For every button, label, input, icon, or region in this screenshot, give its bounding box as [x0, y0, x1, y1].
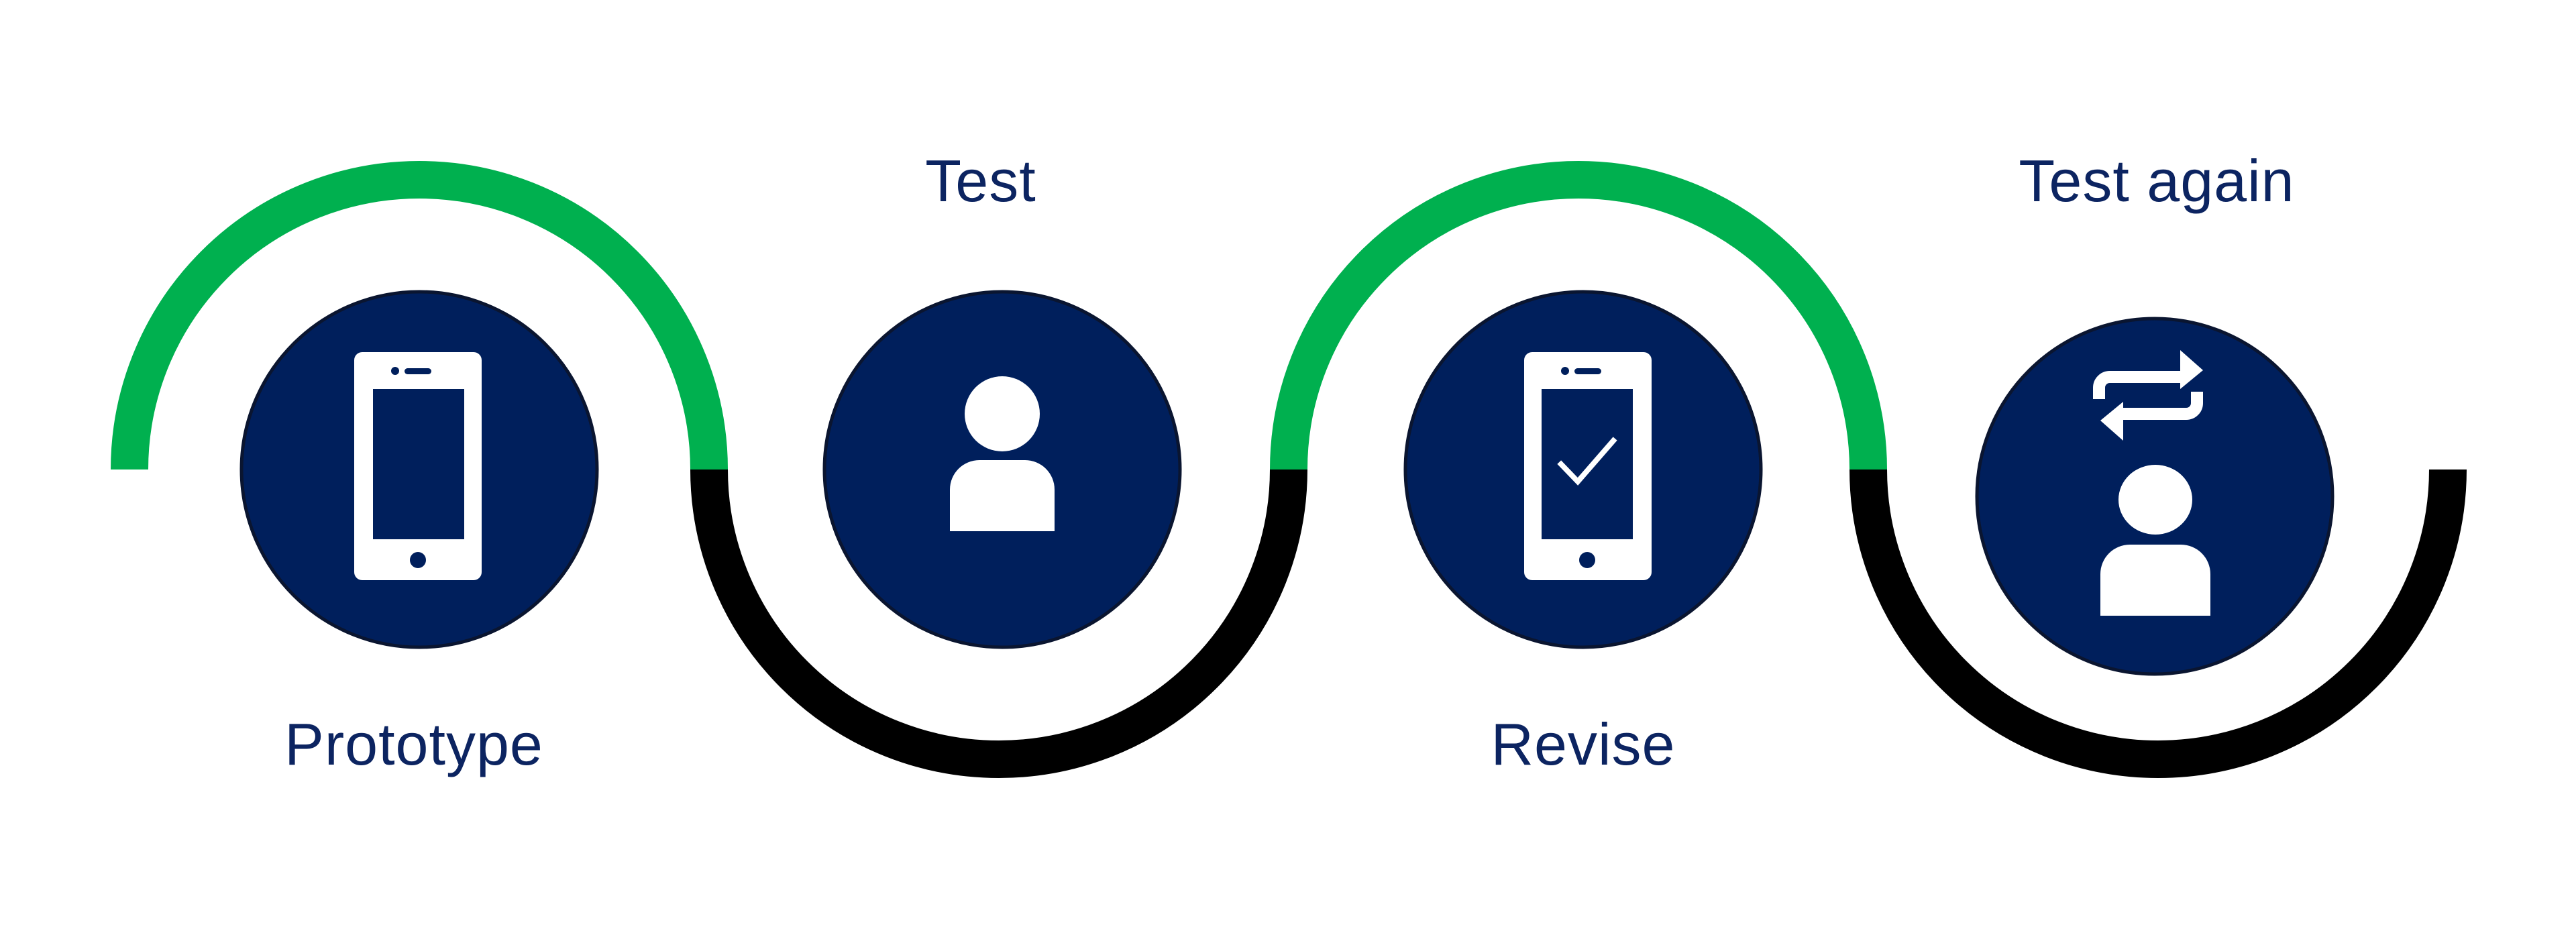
- wave-arc-black-1: [690, 469, 1307, 778]
- repeat-user-icon: [2093, 350, 2210, 616]
- user-icon: [950, 376, 1055, 531]
- stage-label-revise: Revise: [1491, 711, 1676, 777]
- stage-label-test: Test: [925, 148, 1036, 214]
- wave-arc-green-2: [1270, 161, 1887, 470]
- smartphone-checkmark-icon: [1524, 352, 1652, 580]
- wave-arc-green-1: [111, 161, 728, 470]
- stage-label-prototype: Prototype: [284, 711, 543, 777]
- wave-arc-black-2: [1849, 469, 2467, 778]
- stage-label-test-again: Test again: [2019, 148, 2294, 214]
- smartphone-icon: [354, 352, 482, 580]
